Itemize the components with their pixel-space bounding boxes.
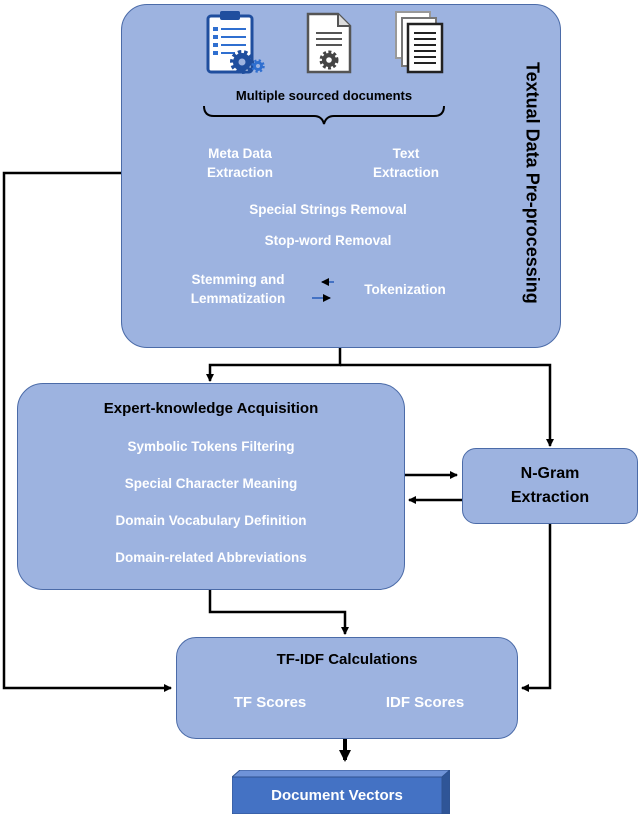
expert-title: Expert-knowledge Acquisition bbox=[103, 400, 319, 417]
meta-line-2: Extraction bbox=[206, 165, 274, 180]
meta-data-extraction-box: Meta Data Extraction bbox=[164, 138, 316, 190]
stemming-line-2: Lemmatization bbox=[190, 291, 286, 306]
idf-label: IDF Scores bbox=[385, 693, 465, 711]
expert-item-symbolic-tokens: Symbolic Tokens Filtering bbox=[52, 435, 370, 459]
text-extraction-box: Text Extraction bbox=[334, 138, 478, 190]
clipboard-gear-icon bbox=[206, 11, 265, 74]
arrow-expert-to-tfidf bbox=[208, 589, 349, 635]
expert-item-label: Special Character Meaning bbox=[124, 475, 298, 491]
expert-item-label: Domain Vocabulary Definition bbox=[115, 512, 307, 528]
expert-item-abbreviations: Domain-related Abbreviations bbox=[52, 546, 370, 570]
expert-item-label: Symbolic Tokens Filtering bbox=[127, 438, 295, 454]
ngram-line-2: Extraction bbox=[510, 489, 590, 506]
expert-item-special-character: Special Character Meaning bbox=[52, 472, 370, 496]
brace-icon bbox=[203, 105, 445, 125]
stopword-label: Stop-word Removal bbox=[264, 232, 392, 248]
special-strings-removal-box: Special Strings Removal bbox=[162, 199, 494, 221]
preprocessing-title-text: Textual Data Pre-processing bbox=[522, 62, 543, 304]
preprocessing-title: Textual Data Pre-processing bbox=[520, 48, 544, 318]
document-vectors-box bbox=[232, 770, 450, 814]
text-line-1: Text bbox=[392, 146, 420, 162]
meta-line-1: Meta Data bbox=[208, 146, 272, 162]
arrow-preproc-bypass-to-tfidf bbox=[2, 171, 172, 692]
arrow-preproc-to-ngram bbox=[340, 363, 554, 447]
document-stack-icon bbox=[395, 11, 444, 74]
ngram-extraction-box: N-Gram Extraction bbox=[462, 448, 638, 524]
arrow-preproc-to-expert bbox=[206, 347, 342, 382]
document-vectors-label: Document Vectors bbox=[271, 787, 403, 804]
ngram-line-1: N-Gram bbox=[520, 465, 580, 482]
stop-word-removal-box: Stop-word Removal bbox=[162, 230, 494, 252]
document-gear-icon bbox=[306, 12, 352, 74]
tokenization-box: Tokenization bbox=[336, 262, 474, 318]
idf-scores-box: IDF Scores bbox=[360, 676, 490, 728]
stemming-lemmatization-box: Stemming and Lemmatization bbox=[160, 262, 316, 318]
tfidf-title: TF-IDF Calculations bbox=[276, 651, 418, 668]
expert-item-label: Domain-related Abbreviations bbox=[115, 549, 307, 565]
text-line-2: Extraction bbox=[372, 165, 440, 180]
stemming-line-1: Stemming and bbox=[191, 272, 285, 288]
special-strings-label: Special Strings Removal bbox=[249, 201, 407, 217]
tokenization-label: Tokenization bbox=[364, 281, 446, 297]
expert-item-domain-vocabulary: Domain Vocabulary Definition bbox=[52, 509, 370, 533]
arrow-ngram-to-tfidf bbox=[521, 524, 552, 692]
tf-label: TF Scores bbox=[233, 693, 307, 711]
tf-scores-box: TF Scores bbox=[206, 676, 334, 728]
documents-label: Multiple sourced documents bbox=[235, 88, 413, 103]
